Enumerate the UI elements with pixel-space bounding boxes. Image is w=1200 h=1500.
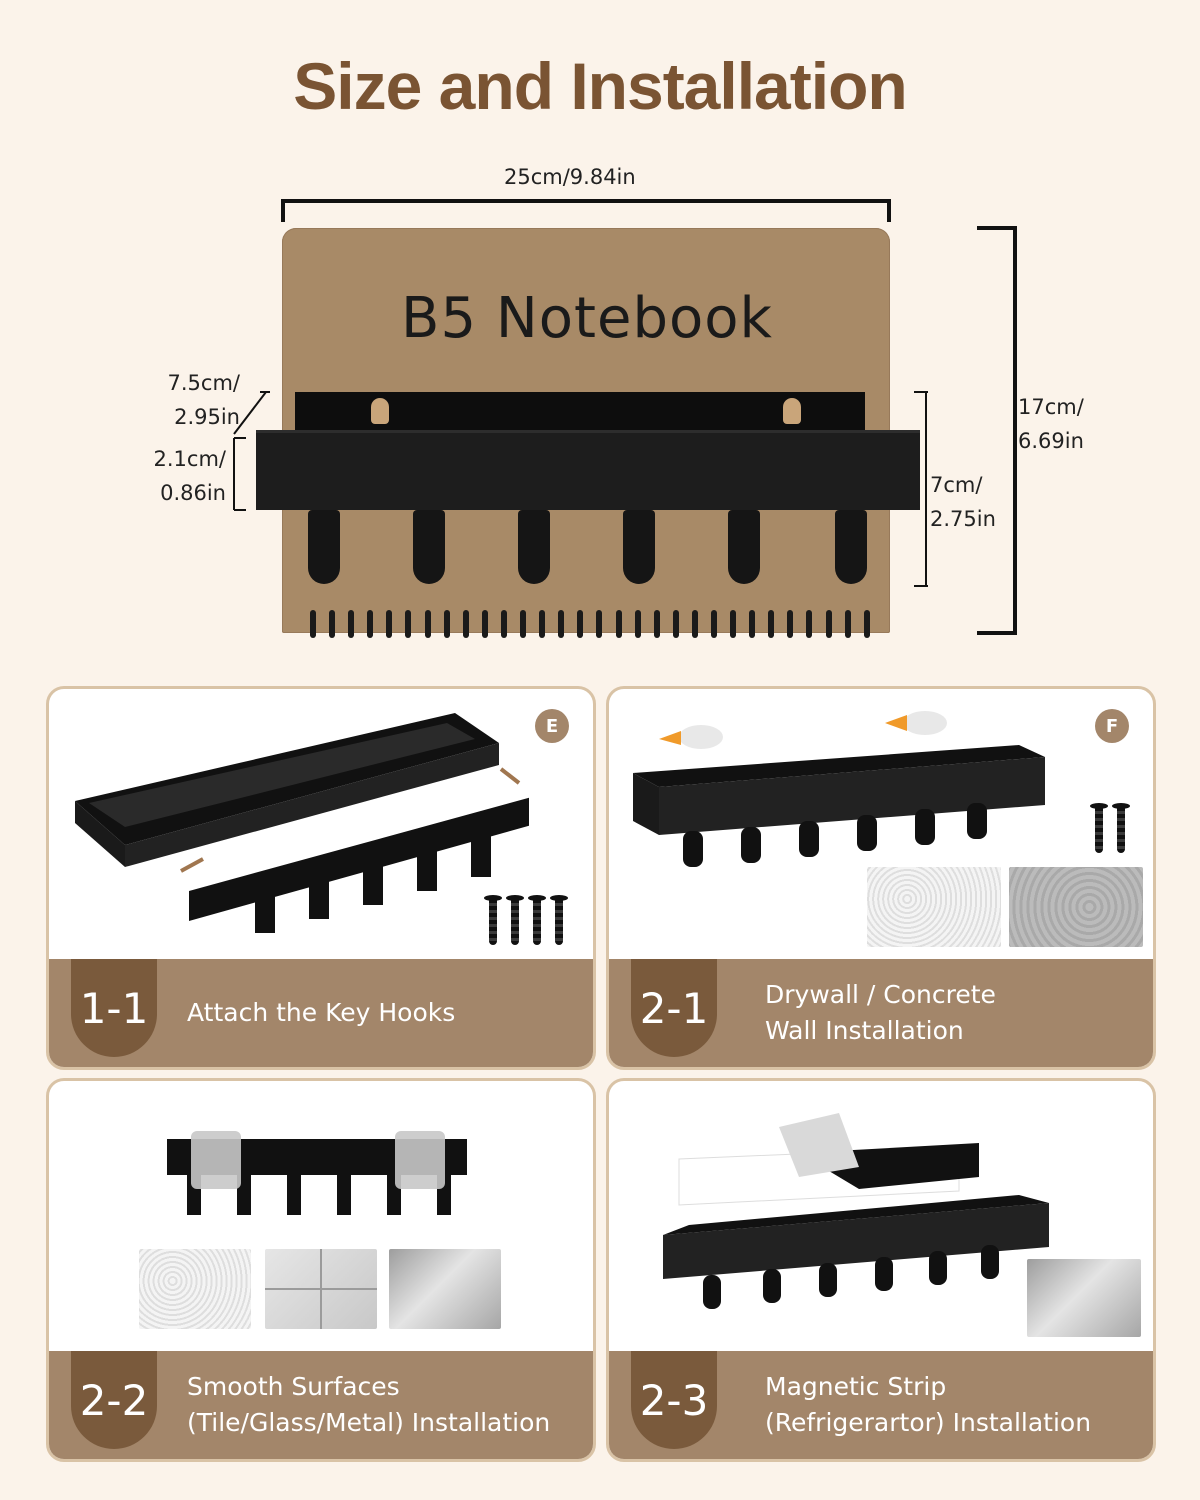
shelf-illustration xyxy=(75,713,529,933)
height-dimension-line xyxy=(977,226,1017,635)
step-line1: Attach the Key Hooks xyxy=(187,998,456,1027)
step-line1: Magnetic Strip xyxy=(765,1372,947,1401)
screw-icon xyxy=(484,895,502,945)
hook-height-line1: 7cm/ xyxy=(930,473,983,497)
shelf-height-line xyxy=(233,437,246,511)
hook-icon xyxy=(728,510,760,584)
wall-mount-illustration xyxy=(633,711,1045,867)
glass-swatch xyxy=(139,1249,251,1329)
board-label: B5 Notebook xyxy=(401,286,773,351)
shelf-depth-line1: 7.5cm/ xyxy=(167,371,240,395)
width-dimension-label: 25cm/9.84in xyxy=(504,165,636,189)
step-description: Attach the Key Hooks xyxy=(187,959,583,1067)
drywall-swatch xyxy=(867,867,1001,947)
screw-icon xyxy=(1090,803,1108,853)
screw-icon xyxy=(506,895,524,945)
shelf-height-label: 2.1cm/ 0.86in xyxy=(146,442,226,510)
height-dimension-label: 17cm/ 6.69in xyxy=(1018,390,1084,458)
step-panel-1-1: E 1-1 Attach the Key Hooks xyxy=(46,686,596,1070)
step-line2: (Refrigerartor) Installation xyxy=(765,1408,1092,1437)
shelf-height-line1: 2.1cm/ xyxy=(153,447,226,471)
step-bar: 2-2 Smooth Surfaces (Tile/Glass/Metal) I… xyxy=(49,1351,593,1459)
screw-icon xyxy=(1112,803,1130,853)
keyhole-icon xyxy=(371,398,389,424)
step-number: 2-3 xyxy=(631,1351,717,1449)
hook-icon xyxy=(518,510,550,584)
shelf-front xyxy=(256,430,920,510)
shelf-depth-label: 7.5cm/ 2.95in xyxy=(160,366,240,434)
hook-icon xyxy=(623,510,655,584)
height-line2: 6.69in xyxy=(1018,429,1084,453)
step-number: 2-1 xyxy=(631,959,717,1057)
concrete-swatch xyxy=(1009,867,1143,947)
shelf-depth-line xyxy=(233,391,270,435)
shelf-inner xyxy=(295,392,865,434)
metal-swatch xyxy=(389,1249,501,1329)
step-panel-2-3: 2-3 Magnetic Strip (Refrigerartor) Insta… xyxy=(606,1078,1156,1462)
step-panel-2-1: F 2-1 Drywall / Concrete Wall Installati… xyxy=(606,686,1156,1070)
screw-icon xyxy=(550,895,568,945)
step-bar: 1-1 Attach the Key Hooks xyxy=(49,959,593,1067)
hook-icon xyxy=(308,510,340,584)
hook-rail-illustration xyxy=(167,1131,467,1215)
width-dimension-line xyxy=(281,199,891,222)
height-line1: 17cm/ xyxy=(1018,395,1084,419)
step-line2: Wall Installation xyxy=(765,1016,964,1045)
magnetic-strip-illustration xyxy=(663,1113,1049,1309)
page-title: Size and Installation xyxy=(293,49,907,123)
spiral-binding xyxy=(310,610,870,640)
tile-swatch xyxy=(265,1249,377,1329)
step-number: 2-2 xyxy=(71,1351,157,1449)
hook-height-label: 7cm/ 2.75in xyxy=(930,468,996,536)
step-description: Drywall / Concrete Wall Installation xyxy=(765,959,1143,1067)
shelf-depth-line2: 2.95in xyxy=(174,405,240,429)
step-line1: Smooth Surfaces xyxy=(187,1372,400,1401)
shelf-height-line2: 0.86in xyxy=(160,481,226,505)
part-badge: F xyxy=(1095,709,1129,743)
keyhole-icon xyxy=(783,398,801,424)
step-number: 1-1 xyxy=(71,959,157,1057)
step-panel-2-2: 2-2 Smooth Surfaces (Tile/Glass/Metal) I… xyxy=(46,1078,596,1462)
hook-height-line2: 2.75in xyxy=(930,507,996,531)
hook-height-line xyxy=(914,391,928,587)
refrigerator-metal-swatch xyxy=(1027,1259,1141,1337)
step-description: Smooth Surfaces (Tile/Glass/Metal) Insta… xyxy=(187,1351,583,1459)
step-line1: Drywall / Concrete xyxy=(765,980,996,1009)
step-line2: (Tile/Glass/Metal) Installation xyxy=(187,1408,551,1437)
hook-icon xyxy=(413,510,445,584)
step-bar: 2-1 Drywall / Concrete Wall Installation xyxy=(609,959,1153,1067)
screw-icon xyxy=(528,895,546,945)
step-description: Magnetic Strip (Refrigerartor) Installat… xyxy=(765,1351,1143,1459)
step-bar: 2-3 Magnetic Strip (Refrigerartor) Insta… xyxy=(609,1351,1153,1459)
hook-icon xyxy=(835,510,867,584)
part-badge: E xyxy=(535,709,569,743)
